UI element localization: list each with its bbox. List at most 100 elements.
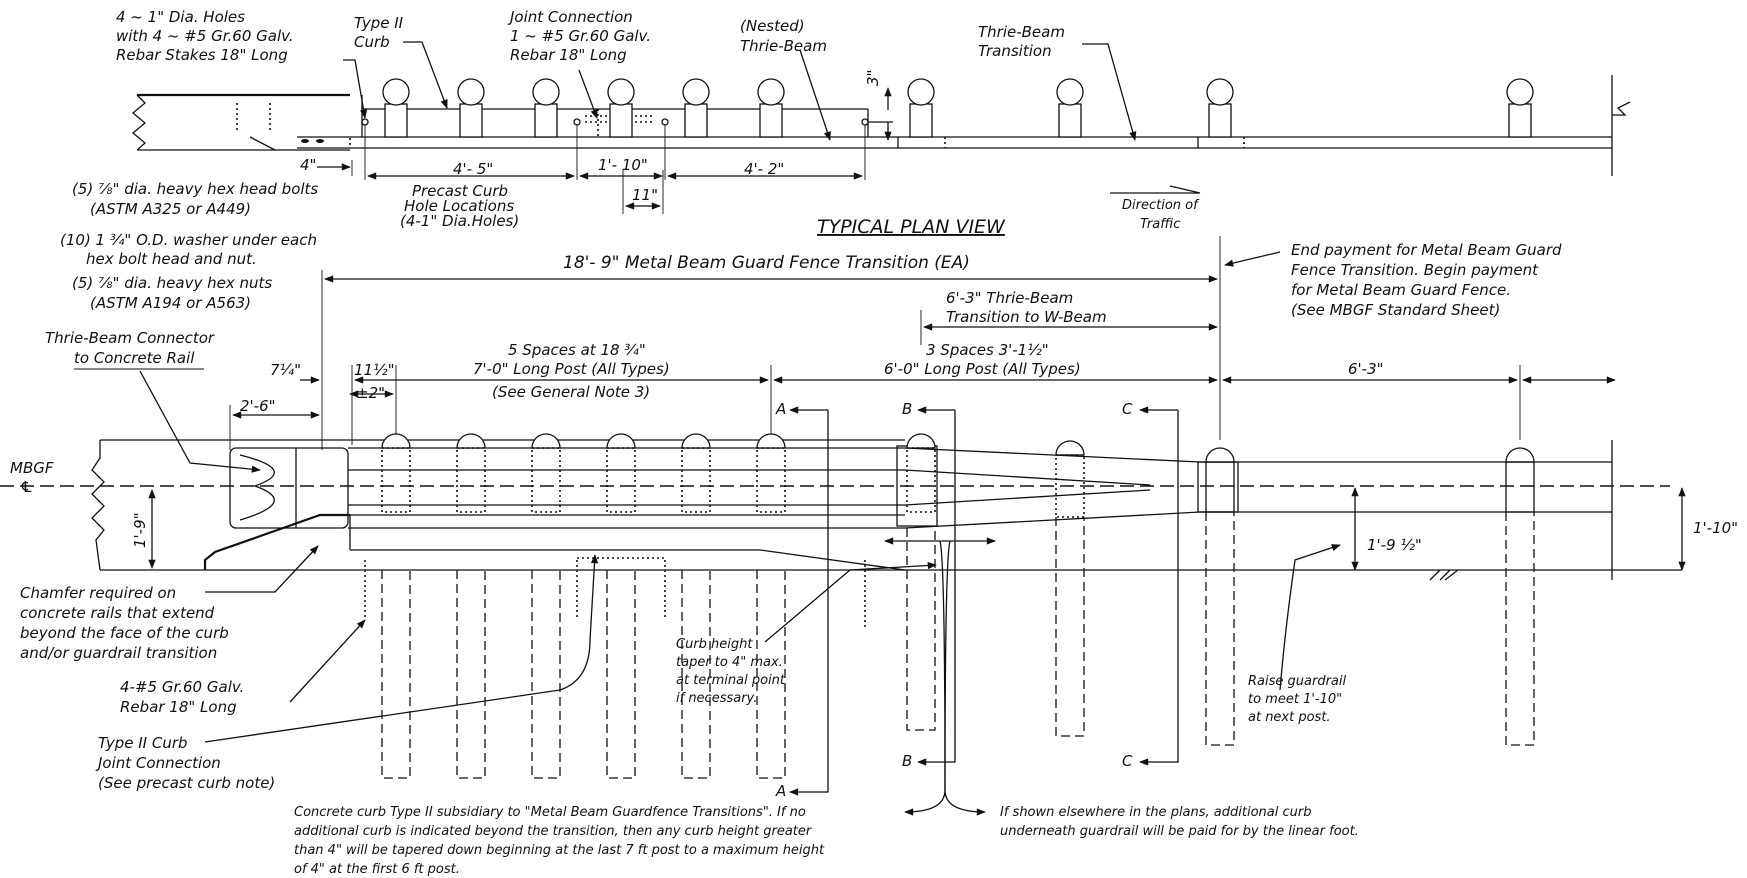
top-dimensions [317,125,1201,214]
rebar-note-1: 4-#5 Gr.60 Galv. [120,678,244,696]
top-post [532,78,560,138]
joint-note-3: (See precast curb note) [98,774,275,792]
plan-post [1505,447,1535,513]
curb-right-note-1: If shown elsewhere in the plans, additio… [1000,805,1311,820]
left-notes: (5) ⅞" dia. heavy hex head bolts (ASTM A… [10,180,318,792]
top-post [682,78,710,138]
taper-note-4: if necessary. [676,691,757,706]
dim-11-label: 11" [632,186,658,204]
type2-label-2: Curb [354,33,390,51]
rebar-note-2: Rebar 18" Long [120,698,237,716]
transition-label-2: Transition [978,42,1052,60]
holes-label-1: 4 ~ 1" Dia. Holes [116,8,245,26]
plan-dim-texts: 18'- 9" Metal Beam Guard Fence Transitio… [131,253,1738,554]
three-spaces-label: 3 Spaces 3'-1½" [926,341,1049,359]
plan-post [606,433,636,513]
direction-label-1: Direction of [1122,198,1200,213]
post-6-label: 6'-0" Long Post (All Types) [884,360,1081,378]
dim-4-2-label: 4'- 2" [744,160,784,178]
top-leaders [343,41,1137,141]
post-7-label: 7'-0" Long Post (All Types) [473,360,670,378]
plan-leaders [139,251,1341,816]
transition-total-label: 18'- 9" Metal Beam Guard Fence Transitio… [563,253,970,273]
top-rail-detail [131,75,1631,176]
end-payment-1: End payment for Metal Beam Guard [1291,241,1562,259]
dim-1-10-label: 1'-10" [1693,519,1738,537]
curb-bottom-note-1: Concrete curb Type II subsidiary to "Met… [294,805,806,820]
plan-thrie-beam [0,440,1670,580]
raise-note-1: Raise guardrail [1248,674,1346,689]
chamfer-note-4: and/or guardrail transition [20,644,217,662]
top-post [382,78,410,138]
section-b-bottom: B [902,752,912,770]
right-notes: End payment for Metal Beam Guard Fence T… [1248,241,1562,725]
curb-notes: Curb height taper to 4" max. at terminal… [294,637,1359,877]
taper-note-2: taper to 4" max. [676,655,783,670]
section-markers: A A B B C C [775,400,1179,800]
dim-1-9-label: 1'-9" [131,512,149,548]
plan-posts [381,433,1535,518]
type2-label-1: Type II [354,14,404,32]
dim-4-5-label: 4'- 5" [453,160,493,178]
five-spaces-label: 5 Spaces at 18 ¾" [508,341,646,359]
precast-label-3: (4-1" Dia.Holes) [400,212,519,230]
precast-label-1: Precast Curb [412,182,508,200]
dim-4-label: 4" [300,156,316,174]
nuts-note-1: (5) ⅞" dia. heavy hex nuts [72,274,272,292]
top-texts: 4 ~ 1" Dia. Holes with 4 ~ #5 Gr.60 Galv… [116,8,1200,238]
section-a-bottom: A [775,782,786,800]
joint-label-3: Rebar 18" Long [510,46,627,64]
washer-note-1: (10) 1 ¾" O.D. washer under each [60,231,317,249]
dim-7-25-label: 7¼" [270,361,301,379]
top-post [757,78,785,138]
taper-note-1: Curb height [676,637,753,652]
bolts-note-2: (ASTM A325 or A449) [90,200,251,218]
mbgf-label: MBGF [10,459,54,477]
dim-1-9-half-label: 1'-9 ½" [1367,536,1422,554]
top-post [1056,78,1084,138]
section-c-bottom: C [1122,752,1133,770]
plan-post [756,433,786,513]
top-post [907,78,935,138]
curb-bottom-note-4: of 4" at the first 6 ft post. [294,862,460,877]
curb-right-note-2: underneath guardrail will be paid for by… [1000,824,1359,839]
nested-label-1: (Nested) [740,17,805,35]
nested-label-2: Thrie-Beam [740,37,827,55]
top-posts [382,78,1534,138]
plan-post [456,433,486,513]
nuts-note-2: (ASTM A194 or A563) [90,294,251,312]
chamfer-note-1: Chamfer required on [20,584,176,602]
centerline-symbol: ℄ [20,478,33,496]
chamfer-note-3: beyond the face of the curb [20,624,229,642]
plan-post [681,433,711,513]
plan-concrete-rail [91,439,1682,581]
connector-note-1: Thrie-Beam Connector [45,329,215,347]
raise-note-2: to meet 1'-10" [1248,692,1342,707]
direction-label-2: Traffic [1140,217,1180,232]
taper-note-3: at terminal point [676,673,786,688]
top-post [1206,78,1234,138]
plan-post [1205,447,1235,513]
dim-pm2-label: ±2" [356,384,385,402]
washer-note-2: hex bolt head and nut. [86,250,257,268]
connector-note-2: to Concrete Rail [74,349,195,367]
plan-dimensions [148,236,1686,571]
end-payment-3: for Metal Beam Guard Fence. [1291,281,1511,299]
top-post [607,78,635,138]
curb-bottom-note-2: additional curb is indicated beyond the … [294,824,813,839]
dim-1-10-label: 1'- 10" [598,156,648,174]
top-post [1506,78,1534,138]
plan-view-title: TYPICAL PLAN VIEW [817,216,1006,238]
holes-label-3: Rebar Stakes 18" Long [116,46,288,64]
dim-6-3-label: 6'-3" [1348,360,1384,378]
section-c-top: C [1122,400,1133,418]
raise-note-3: at next post. [1248,710,1331,725]
plan-post [531,433,561,513]
holes-label-2: with 4 ~ #5 Gr.60 Galv. [116,27,294,45]
end-payment-4: (See MBGF Standard Sheet) [1291,301,1500,319]
top-post [457,78,485,138]
dim-2-6-label: 2'-6" [240,397,276,415]
plan-post [906,433,936,513]
bolts-note-1: (5) ⅞" dia. heavy hex head bolts [72,180,318,198]
